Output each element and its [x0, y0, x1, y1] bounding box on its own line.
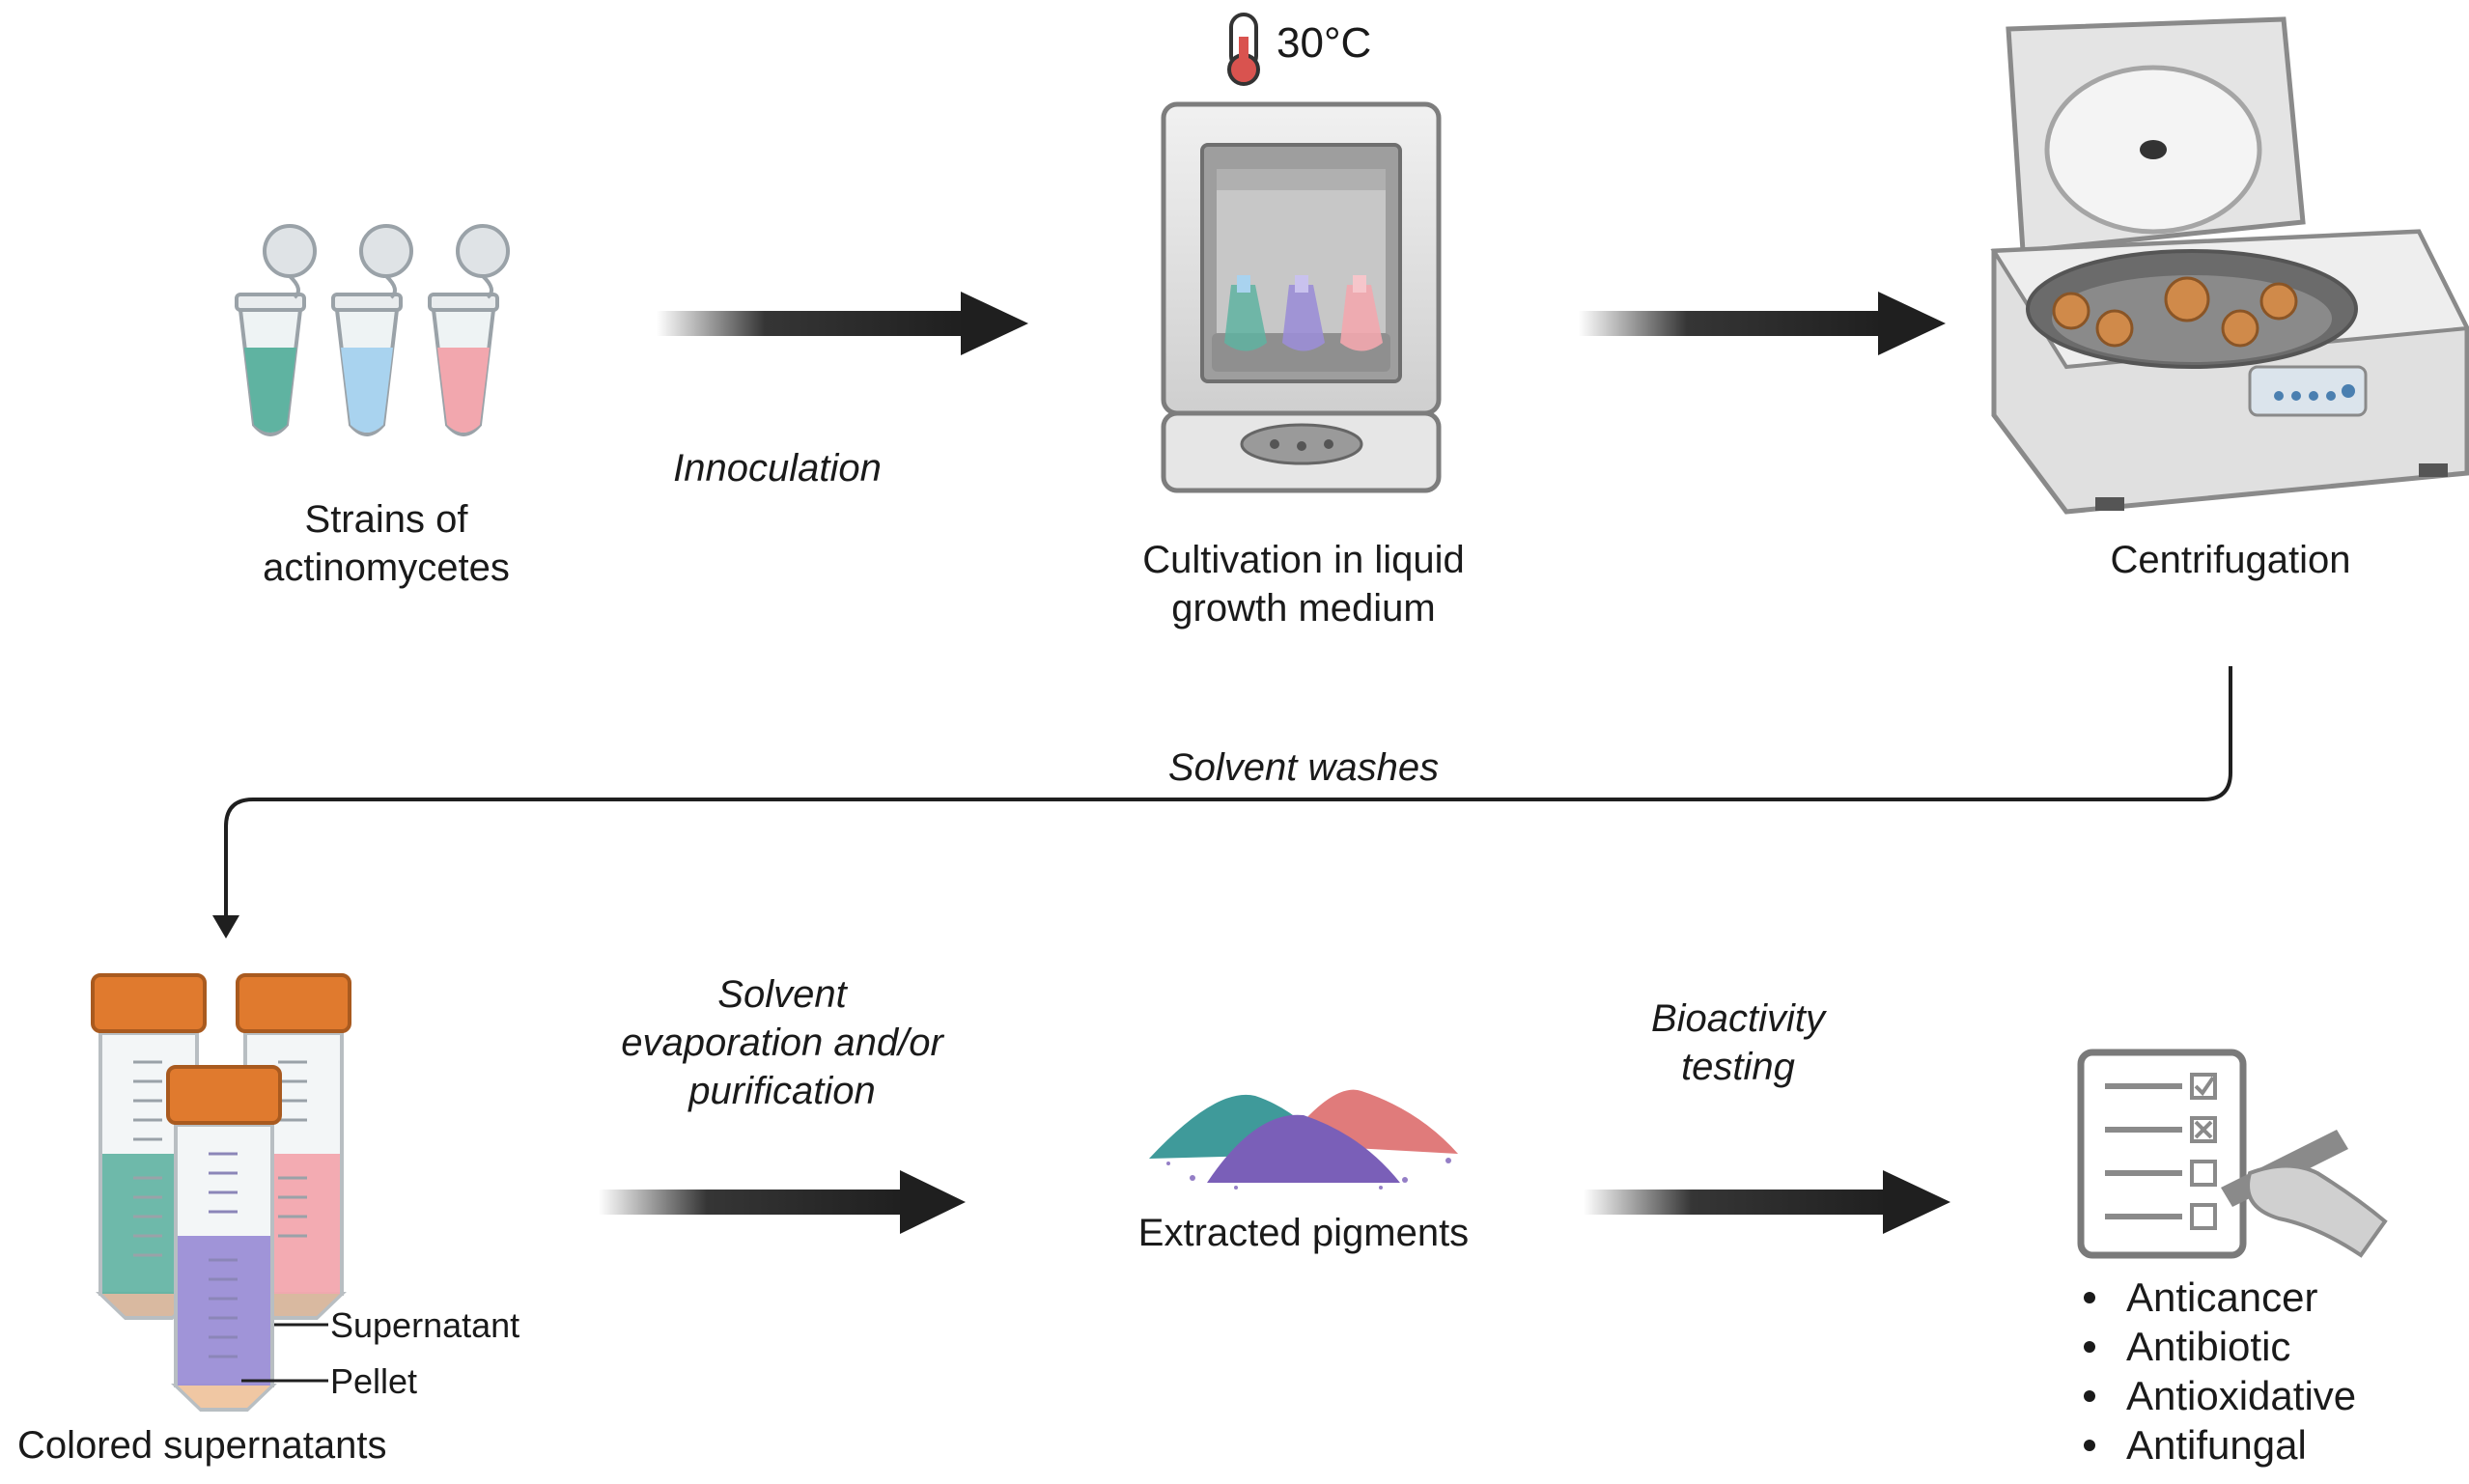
centrifugation-label: Centrifugation — [2037, 536, 2424, 584]
step-bioactivity-line1: Bioactivity — [1650, 997, 1826, 1040]
cultivation-label: Cultivation in liquid growth medium — [1062, 536, 1545, 632]
step-inoculation: Innoculation — [673, 447, 882, 490]
arrow-to-centrifuge — [1579, 292, 1946, 355]
thermometer-icon — [1227, 13, 1260, 86]
cultivation-label-line2: growth medium — [1171, 587, 1436, 630]
list-item: Antifungal — [2076, 1420, 2356, 1470]
arrow-inoculation — [657, 292, 1028, 355]
arrow-evaporation — [599, 1170, 966, 1234]
list-item: Anticancer — [2076, 1273, 2356, 1322]
step-evaporation-line2: evaporation and/or — [621, 1022, 943, 1064]
supernatant-label: Supernatant — [330, 1305, 520, 1345]
cultivation-label-line1: Cultivation in liquid — [1142, 539, 1465, 581]
temperature-label: 30°C — [1277, 19, 1372, 67]
centrifuge-icon — [1990, 16, 2469, 515]
microtube-icons — [235, 224, 510, 436]
strains-label-line1: Strains of — [304, 498, 468, 541]
arrow-solvent-washes — [212, 666, 2232, 938]
list-item: Antioxidative — [2076, 1371, 2356, 1420]
arrow-bioactivity — [1584, 1170, 1950, 1234]
supernatants-label: Colored supernatants — [17, 1424, 387, 1467]
step-bioactivity-line2: testing — [1681, 1046, 1795, 1088]
step-solvent-washes: Solvent washes — [1167, 746, 1440, 789]
strains-label-line2: actinomycetes — [263, 546, 510, 589]
falcon-tube-icons — [91, 973, 351, 1412]
step-evaporation: Solvent evaporation and/or purification — [541, 970, 1024, 1115]
strains-label: Strains of actinomycetes — [193, 495, 579, 592]
list-item: Antibiotic — [2076, 1322, 2356, 1371]
pellet-label: Pellet — [330, 1361, 418, 1401]
step-evaporation-line1: Solvent — [717, 973, 847, 1016]
step-evaporation-line3: purification — [688, 1070, 876, 1112]
incubator-icon — [1161, 101, 1442, 493]
centrifugation-label-line1: Centrifugation — [2110, 539, 2351, 581]
checklist-icon — [2077, 1049, 2388, 1259]
step-bioactivity: Bioactivity testing — [1545, 994, 1931, 1091]
pigment-piles-icon — [1149, 1089, 1458, 1190]
bioactivity-list: Anticancer Antibiotic Antioxidative Anti… — [2076, 1273, 2356, 1470]
pigments-label: Extracted pigments — [1137, 1212, 1470, 1254]
